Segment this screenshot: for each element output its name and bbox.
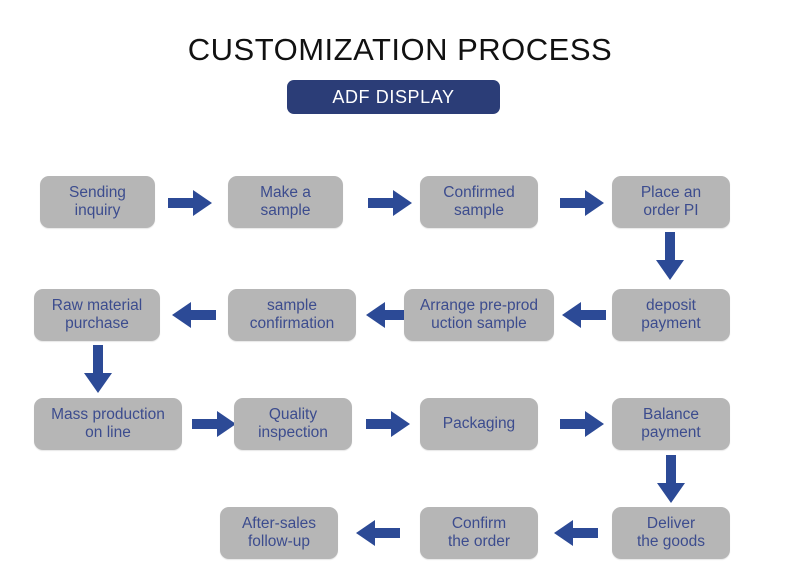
arrow-r3-s10-s11-icon bbox=[366, 411, 410, 437]
process-node-make-a-sample[interactable]: Make a sample bbox=[228, 176, 343, 228]
process-node-mass-production-on-line[interactable]: Mass production on line bbox=[34, 398, 182, 450]
node-label-line2: the order bbox=[447, 533, 511, 550]
process-node-balance-payment[interactable]: Balance payment bbox=[612, 398, 730, 450]
arrow-r2-s6-s7-icon bbox=[366, 302, 410, 328]
process-node-sample-confirmation[interactable]: sample confirmation bbox=[228, 289, 356, 341]
node-label-line2: the goods bbox=[636, 533, 706, 550]
node-label-line1: Packaging bbox=[442, 415, 516, 432]
node-label-line2: purchase bbox=[65, 315, 129, 332]
node-label-line1: Make a bbox=[260, 184, 311, 201]
node-label-line2: payment bbox=[641, 424, 701, 441]
node-label-line2: sample bbox=[260, 202, 311, 219]
process-node-sending-inquiry[interactable]: Sending inquiry bbox=[40, 176, 155, 228]
arrow-r4-s13-s14-icon bbox=[554, 520, 598, 546]
arrow-r4-s14-s15-icon bbox=[356, 520, 400, 546]
node-label-line1: Mass production bbox=[51, 406, 165, 423]
page-title: CUSTOMIZATION PROCESS bbox=[187, 32, 613, 67]
arrow-r2-s7-s8-icon bbox=[172, 302, 216, 328]
process-node-raw-material-purchase[interactable]: Raw material purchase bbox=[34, 289, 160, 341]
node-label-line2: payment bbox=[641, 315, 701, 332]
node-label-line1: Deliver bbox=[646, 515, 696, 532]
node-label-line2: confirmation bbox=[249, 315, 335, 332]
process-node-deliver-the-goods[interactable]: Deliver the goods bbox=[612, 507, 730, 559]
node-label-line1: Confirmed bbox=[443, 184, 515, 201]
process-node-confirmed-sample[interactable]: Confirmed sample bbox=[420, 176, 538, 228]
node-label-line2: order PI bbox=[643, 202, 699, 219]
node-label-line1: deposit bbox=[646, 297, 696, 314]
node-label-line1: Sending bbox=[69, 184, 126, 201]
process-node-arrange-pre-production-sample[interactable]: Arrange pre-prod uction sample bbox=[404, 289, 554, 341]
node-label-line1: Raw material bbox=[51, 297, 143, 314]
arrow-r3-s11-s12-icon bbox=[560, 411, 604, 437]
node-label-line1: Confirm bbox=[451, 515, 507, 532]
node-label-line2: on line bbox=[85, 424, 131, 441]
arrow-r2-s5-s6-icon bbox=[562, 302, 606, 328]
node-label-line1: Balance bbox=[642, 406, 699, 423]
process-node-deposit-payment[interactable]: deposit payment bbox=[612, 289, 730, 341]
process-node-packaging[interactable]: Packaging bbox=[420, 398, 538, 450]
node-label-line1: Arrange pre-prod bbox=[419, 297, 539, 314]
process-node-place-an-order-pi[interactable]: Place an order PI bbox=[612, 176, 730, 228]
process-node-after-sales-follow-up[interactable]: After-sales follow-up bbox=[220, 507, 338, 559]
node-label-line1: Place an bbox=[640, 184, 702, 201]
node-label-line2: inquiry bbox=[74, 202, 121, 219]
node-label-line1: Quality bbox=[268, 406, 318, 423]
node-label-line2: follow-up bbox=[247, 533, 311, 550]
arrow-r2-to-r3-icon bbox=[84, 345, 112, 393]
adf-display-badge: ADF DISPLAY bbox=[287, 80, 500, 114]
arrow-r1-s1-s2-icon bbox=[168, 190, 212, 216]
node-label-line1: sample bbox=[267, 297, 317, 314]
arrow-r3-to-r4-icon bbox=[657, 455, 685, 503]
node-label-line1: After-sales bbox=[241, 515, 317, 532]
arrow-r3-s9-s10-icon bbox=[192, 411, 236, 437]
process-node-quality-inspection[interactable]: Quality inspection bbox=[234, 398, 352, 450]
node-label-line2: uction sample bbox=[431, 315, 527, 332]
arrow-r1-s3-s4-icon bbox=[560, 190, 604, 216]
process-node-confirm-the-order[interactable]: Confirm the order bbox=[420, 507, 538, 559]
node-label-line2: sample bbox=[454, 202, 504, 219]
node-label-line2: inspection bbox=[258, 424, 328, 441]
arrow-r1-s2-s3-icon bbox=[368, 190, 412, 216]
arrow-r1-to-r2-icon bbox=[656, 232, 684, 280]
